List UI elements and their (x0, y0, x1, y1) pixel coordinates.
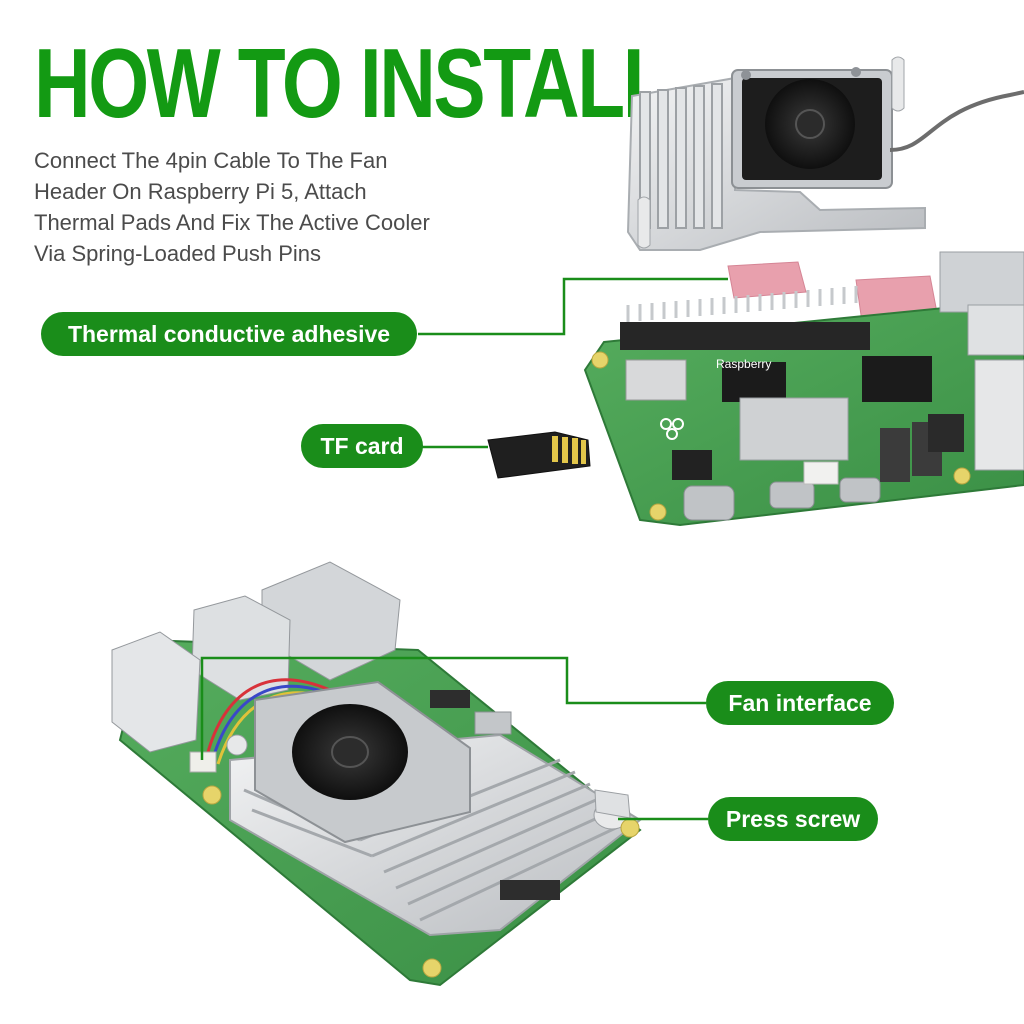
push-pin (226, 734, 248, 756)
usb-c-port (683, 485, 735, 521)
raspberry-pi-board-top: Raspberry (583, 251, 1024, 527)
raspberry-logo-icon (660, 418, 684, 440)
active-cooler-exploded (626, 56, 1024, 251)
description-line: Header On Raspberry Pi 5, Attach (34, 179, 367, 204)
raspberry-pi-assembled (111, 561, 642, 987)
description-line: Via Spring-Loaded Push Pins (34, 241, 322, 266)
tf-card-icon (487, 431, 591, 479)
callout-thermal-adhesive: Thermal conductive adhesive (41, 312, 417, 356)
board-silkscreen: Raspberry (716, 357, 771, 371)
gpio-pins (626, 286, 858, 322)
install-description: Connect The 4pin Cable To The Fan Header… (34, 145, 554, 269)
callout-tf-card: TF card (301, 424, 423, 468)
callout-press-screw: Press screw (708, 797, 878, 841)
description-line: Connect The 4pin Cable To The Fan (34, 148, 388, 173)
callout-fan-interface: Fan interface (706, 681, 894, 725)
page-title: HOW TO INSTALL (34, 28, 671, 138)
callout-lines (200, 277, 728, 821)
description-line: Thermal Pads And Fix The Active Cooler (34, 210, 430, 235)
